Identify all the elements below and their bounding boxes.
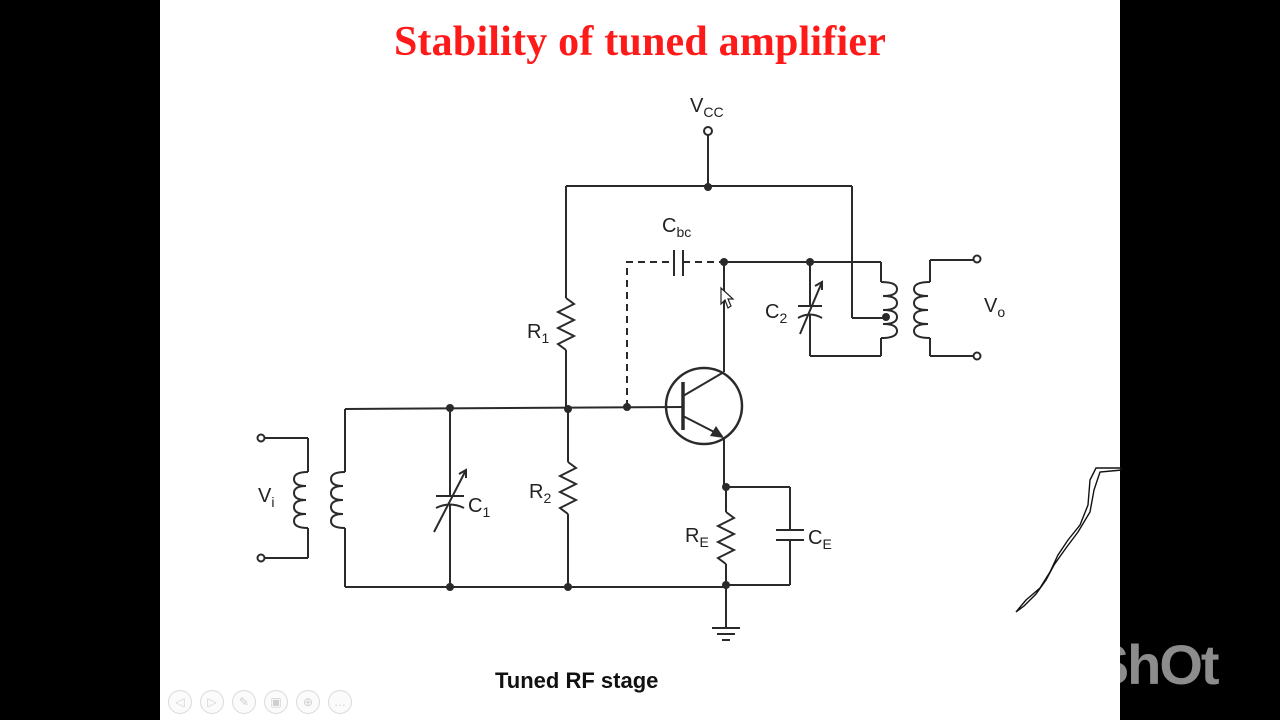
resistor-r1	[555, 186, 577, 409]
capacitor-cbc	[623, 250, 724, 411]
resistor-r2	[557, 409, 579, 587]
circuit-diagram: VCC R1 Cbc	[256, 95, 1005, 641]
slide: Stability of tuned amplifier VCC R1	[160, 0, 1120, 720]
vo-label: Vo	[984, 295, 1005, 320]
c2-label: C2	[765, 301, 787, 326]
ground-icon	[712, 627, 740, 641]
ce-label: CE	[808, 527, 832, 552]
re-label: RE	[685, 525, 709, 550]
presentation-toolbar: ◁ ▷ ✎ ▣ ⊕ …	[168, 690, 352, 714]
top-rail	[566, 183, 890, 321]
transistor	[664, 366, 744, 487]
prev-slide-button[interactable]: ◁	[168, 690, 192, 714]
more-options-button[interactable]: …	[328, 690, 352, 714]
pen-icon: ✎	[238, 695, 250, 709]
slides-icon: ▣	[270, 695, 282, 709]
diagram-caption: Tuned RF stage	[495, 668, 659, 693]
output-tank-circuit	[720, 254, 982, 366]
r2-label: R2	[529, 481, 551, 506]
pen-tool-button[interactable]: ✎	[232, 690, 256, 714]
vcc-terminal	[703, 126, 713, 187]
vi-label: Vi	[258, 485, 274, 510]
cbc-label: Cbc	[662, 215, 691, 240]
zoom-button[interactable]: ⊕	[296, 690, 320, 714]
more-icon: …	[334, 695, 346, 709]
all-slides-button[interactable]: ▣	[264, 690, 288, 714]
zoom-icon: ⊕	[302, 695, 314, 709]
inshot-watermark: InShOt	[1046, 633, 1220, 696]
capacitor-c1	[433, 408, 467, 587]
next-icon: ▷	[207, 695, 217, 709]
slide-title: Stability of tuned amplifier	[393, 19, 887, 65]
next-slide-button[interactable]: ▷	[200, 690, 224, 714]
emitter-network	[715, 483, 804, 628]
c1-label: C1	[468, 495, 490, 520]
input-transformer	[256, 409, 346, 587]
ground-rail	[345, 583, 726, 591]
r1-label: R1	[527, 321, 549, 346]
vcc-label: VCC	[690, 95, 724, 120]
prev-icon: ◁	[175, 695, 185, 709]
mouse-cursor-icon	[720, 286, 735, 309]
